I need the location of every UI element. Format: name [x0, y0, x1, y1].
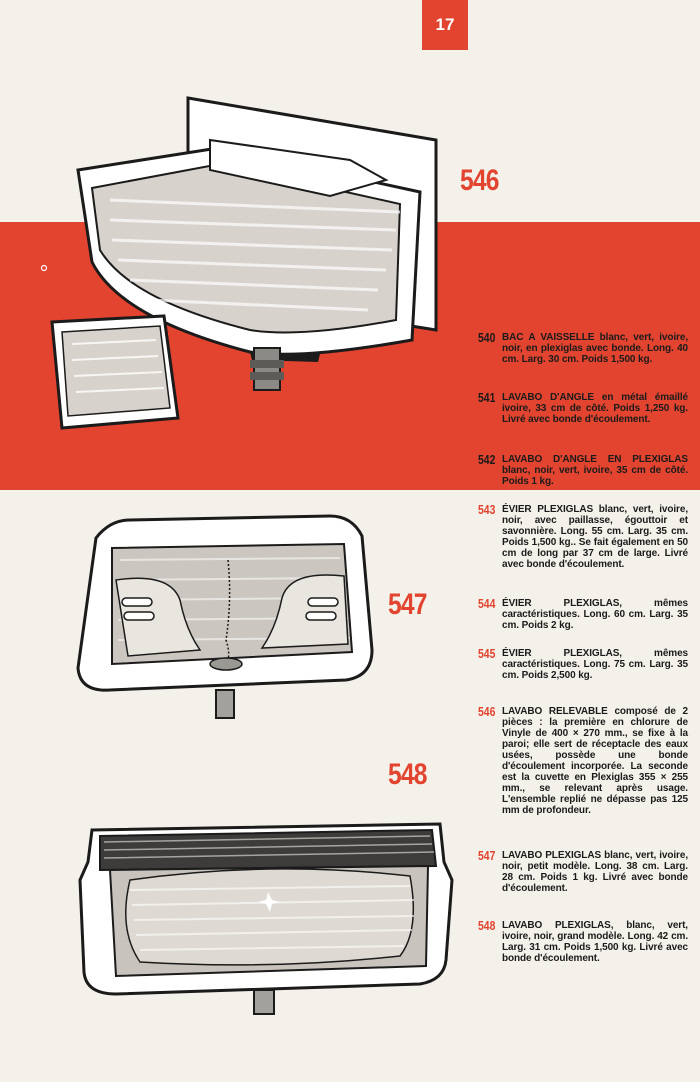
entry-text: mêmes caractéristiques. Long. 75 cm. Lar… — [502, 648, 688, 681]
entry-title: LAVABO RELEVABLE — [502, 706, 608, 717]
sink-548-illustration — [78, 822, 454, 1015]
entry-number: 547 — [478, 848, 496, 863]
entry-543: 543 ÉVIER PLEXIGLAS blanc, vert, ivoire,… — [478, 502, 688, 570]
entry-542: 542 LAVABO D'ANGLE EN PLEXIGLAS blanc, n… — [478, 452, 688, 487]
sink-547-illustration — [76, 514, 374, 719]
page-number: 17 — [422, 0, 468, 50]
entry-title: ÉVIER PLEXIGLAS — [502, 504, 594, 515]
entry-text: mêmes caractéristiques. Long. 60 cm. Lar… — [502, 598, 688, 631]
entry-547: 547 LAVABO PLEXIGLAS blanc, vert, ivoire… — [478, 848, 688, 894]
entry-text: blanc, vert, ivoire, noir, petit modèle.… — [502, 850, 688, 894]
entry-text: blanc, noir, vert, ivoire, 35 cm de côté… — [502, 465, 688, 487]
entry-title: LAVABO D'ANGLE EN PLEXIGLAS — [502, 454, 688, 465]
entry-title: LAVABO PLEXIGLAS — [502, 850, 602, 861]
sink-546-illustration — [40, 96, 438, 430]
entry-number: 545 — [478, 646, 496, 661]
entry-544: 544 ÉVIER PLEXIGLAS, mêmes caractéristiq… — [478, 596, 688, 631]
entry-title: LAVABO D'ANGLE — [502, 392, 594, 403]
entry-text: en métal émaillé ivoire, 33 cm de côté. … — [502, 392, 688, 425]
label-547: 547 — [388, 588, 427, 621]
entry-number: 541 — [478, 390, 496, 405]
entry-540: 540 BAC A VAISSELLE blanc, vert, ivoire,… — [478, 330, 688, 365]
label-548: 548 — [388, 758, 427, 791]
entry-545: 545 ÉVIER PLEXIGLAS, mêmes caractéristiq… — [478, 646, 688, 681]
label-546: 546 — [460, 164, 499, 197]
entry-title: ÉVIER PLEXIGLAS, — [502, 598, 622, 609]
entry-number: 542 — [478, 452, 496, 467]
entry-number: 540 — [478, 330, 496, 345]
entry-541: 541 LAVABO D'ANGLE en métal émaillé ivoi… — [478, 390, 688, 425]
entry-number: 543 — [478, 502, 496, 517]
entry-text: blanc, vert, ivoire, noir, en plexiglas … — [502, 332, 688, 365]
entry-title: ÉVIER PLEXIGLAS, — [502, 648, 622, 659]
entry-546: 546 LAVABO RELEVABLE composé de 2 pièces… — [478, 704, 688, 816]
entry-text: composé de 2 pièces : la première en chl… — [502, 706, 688, 816]
entry-548: 548 LAVABO PLEXIGLAS, blanc, vert, ivoir… — [478, 918, 688, 964]
entry-title: LAVABO PLEXIGLAS, — [502, 920, 614, 931]
entry-number: 544 — [478, 596, 496, 611]
entry-number: 546 — [478, 704, 496, 719]
entry-text: blanc, vert, ivoire, noir, avec paillass… — [502, 504, 688, 570]
entry-title: BAC A VAISSELLE — [502, 332, 595, 343]
entry-text: blanc, vert, ivoire, noir, grand modèle.… — [502, 920, 688, 964]
entry-number: 548 — [478, 918, 496, 933]
